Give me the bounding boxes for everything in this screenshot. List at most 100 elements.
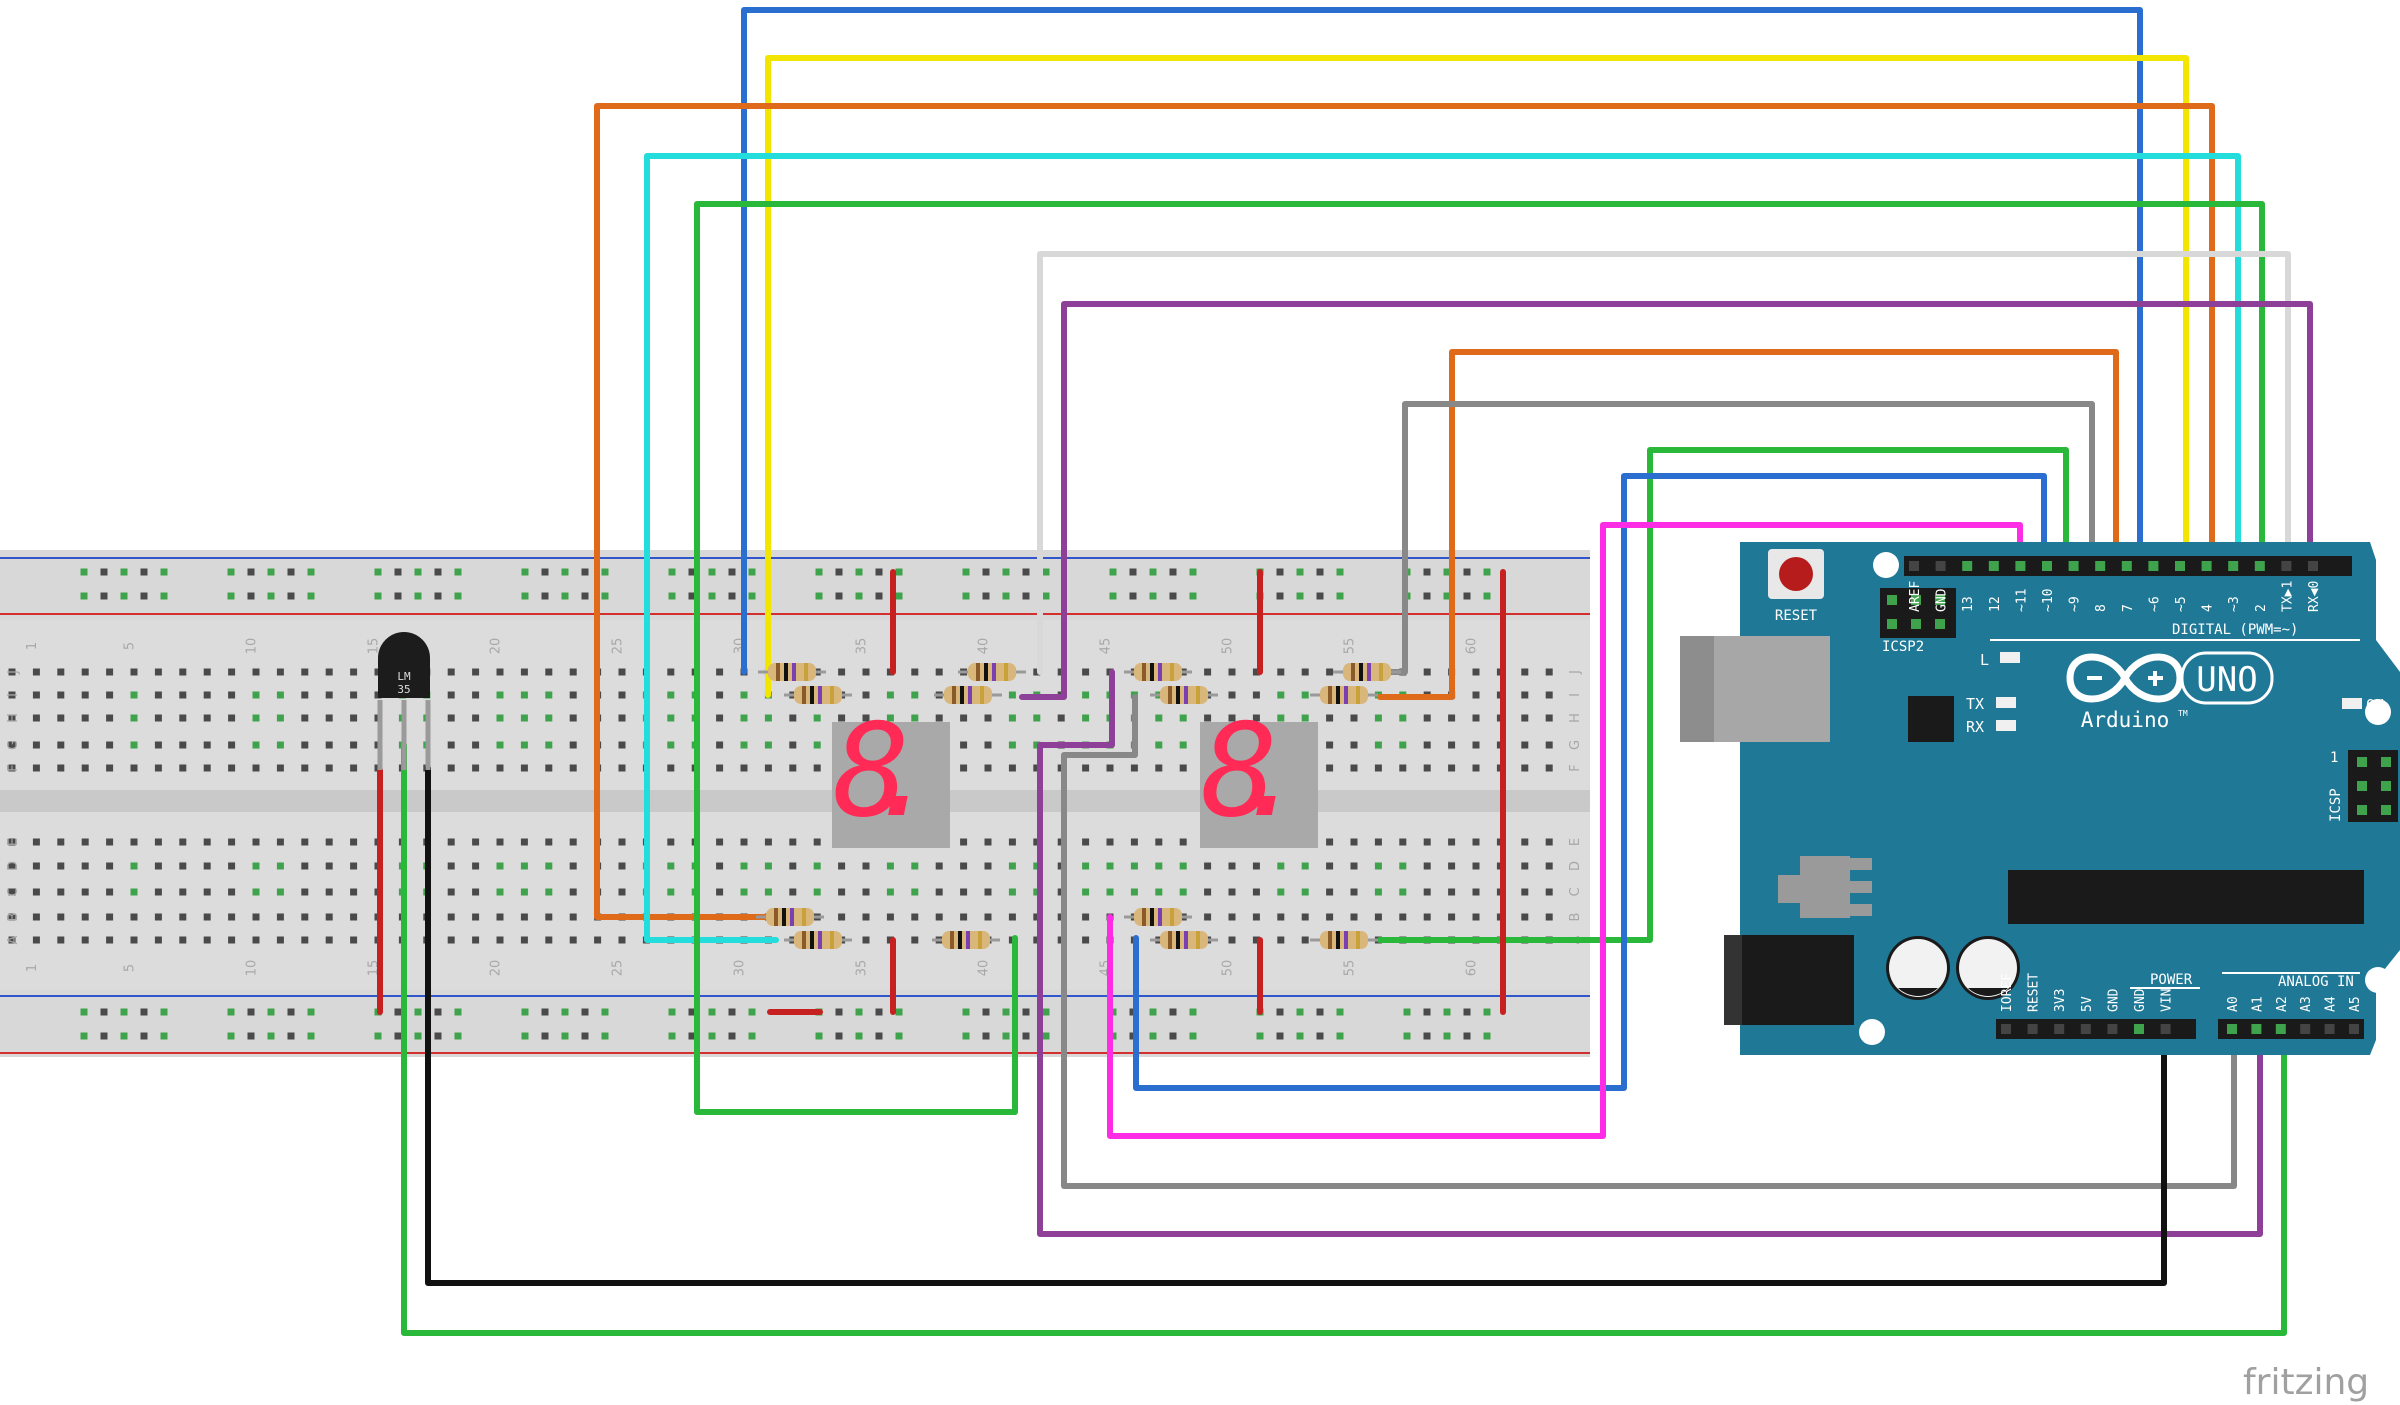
breadboard-hole	[106, 714, 114, 722]
breadboard-hole	[130, 913, 138, 921]
breadboard-hole	[1472, 691, 1480, 699]
breadboard-hole	[252, 936, 260, 944]
rail-hole	[688, 592, 696, 600]
breadboard-hole	[81, 668, 89, 676]
breadboard-hole	[8, 764, 16, 772]
power-pin-hole	[2027, 1024, 2038, 1034]
icsp2-pin	[1887, 595, 1897, 605]
analog-pin-hole	[2300, 1024, 2311, 1034]
rail-hole	[1463, 592, 1471, 600]
led-on-label: ON	[2366, 696, 2384, 714]
breadboard-hole	[740, 862, 748, 870]
row-number-label: 20	[489, 960, 504, 977]
rail-hole	[601, 592, 609, 600]
rail-hole	[895, 568, 903, 576]
wire-purple-pin2	[1019, 301, 2313, 700]
breadboard-hole	[1301, 936, 1309, 944]
breadboard-hole	[1374, 764, 1382, 772]
breadboard-hole	[130, 888, 138, 896]
digital-pin-hole	[2148, 561, 2159, 571]
rail-hole	[1423, 1032, 1431, 1040]
breadboard-hole	[1155, 741, 1163, 749]
breadboard-hole	[764, 714, 772, 722]
voltage-regulator-body	[1800, 856, 1850, 918]
resistors	[756, 663, 1401, 949]
digital-pin-label: 12	[1988, 596, 2003, 612]
breadboard-hole	[520, 838, 528, 846]
icsp-pin	[2357, 781, 2367, 791]
reset-button-cap[interactable]	[1779, 557, 1813, 591]
rail-hole	[1296, 592, 1304, 600]
breadboard-hole	[1448, 862, 1456, 870]
breadboard-hole	[179, 888, 187, 896]
breadboard-hole	[130, 691, 138, 699]
breadboard-hole	[8, 714, 16, 722]
resistor	[1124, 908, 1192, 926]
rail-hole	[1463, 1008, 1471, 1016]
breadboard-hole	[1228, 862, 1236, 870]
power-pin-label: 5V	[2080, 996, 2095, 1012]
rail-hole	[1423, 1008, 1431, 1016]
breadboard-hole	[716, 691, 724, 699]
digital-pin-hole	[2228, 561, 2239, 571]
breadboard-hole	[1326, 764, 1334, 772]
breadboard-hole	[1399, 714, 1407, 722]
breadboard-hole	[472, 741, 480, 749]
breadboard-hole	[179, 838, 187, 846]
rail-hole	[80, 1008, 88, 1016]
breadboard-hole	[1252, 714, 1260, 722]
column-letter-label: H	[6, 713, 21, 723]
breadboard-hole	[1350, 913, 1358, 921]
breadboard-hole	[1082, 714, 1090, 722]
breadboard-hole	[106, 888, 114, 896]
arduino-logo: UNO Arduino TM	[2066, 651, 2274, 732]
resistor	[784, 686, 852, 704]
breadboard-hole	[447, 741, 455, 749]
icsp2-pin	[1935, 595, 1945, 605]
rail-hole	[1022, 568, 1030, 576]
rail-hole	[434, 1008, 442, 1016]
breadboard-hole	[1008, 913, 1016, 921]
rail-hole	[1276, 592, 1284, 600]
breadboard-hole	[1179, 888, 1187, 896]
rail-hole	[835, 1032, 843, 1040]
breadboard-hole	[1326, 888, 1334, 896]
breadboard-hole	[740, 714, 748, 722]
breadboard-hole	[203, 714, 211, 722]
breadboard-hole	[8, 838, 16, 846]
breadboard-hole	[130, 668, 138, 676]
breadboard-hole	[1082, 691, 1090, 699]
breadboard-hole	[1008, 838, 1016, 846]
icsp2-pin	[1911, 595, 1921, 605]
rail-hole	[1316, 592, 1324, 600]
row-number-label: 25	[611, 960, 626, 977]
breadboard-hole	[1277, 668, 1285, 676]
analog-pin-label: A1	[2250, 996, 2265, 1012]
rail-hole	[1483, 1008, 1491, 1016]
breadboard-hole	[8, 888, 16, 896]
rail-hole	[247, 592, 255, 600]
rail-hole	[140, 568, 148, 576]
breadboard-hole	[520, 691, 528, 699]
rail-hole	[1336, 592, 1344, 600]
breadboard-hole	[350, 691, 358, 699]
breadboard-hole	[301, 714, 309, 722]
breadboard-hole	[1545, 764, 1553, 772]
breadboard-hole	[1423, 668, 1431, 676]
rail-hole	[728, 1008, 736, 1016]
rail-hole	[601, 1032, 609, 1040]
breadboard-hole	[740, 691, 748, 699]
resistor-band	[966, 931, 970, 949]
breadboard-hole	[1545, 691, 1553, 699]
rail-hole	[601, 1008, 609, 1016]
rail-hole	[100, 1008, 108, 1016]
breadboard-hole	[130, 764, 138, 772]
rail-hole	[708, 568, 716, 576]
rail-hole	[1336, 568, 1344, 576]
breadboard-hole	[740, 764, 748, 772]
digital-pin-label: 2	[2254, 604, 2269, 612]
rail-hole	[454, 568, 462, 576]
rail-hole	[267, 592, 275, 600]
rail-hole	[855, 1008, 863, 1016]
breadboard-hole	[740, 888, 748, 896]
